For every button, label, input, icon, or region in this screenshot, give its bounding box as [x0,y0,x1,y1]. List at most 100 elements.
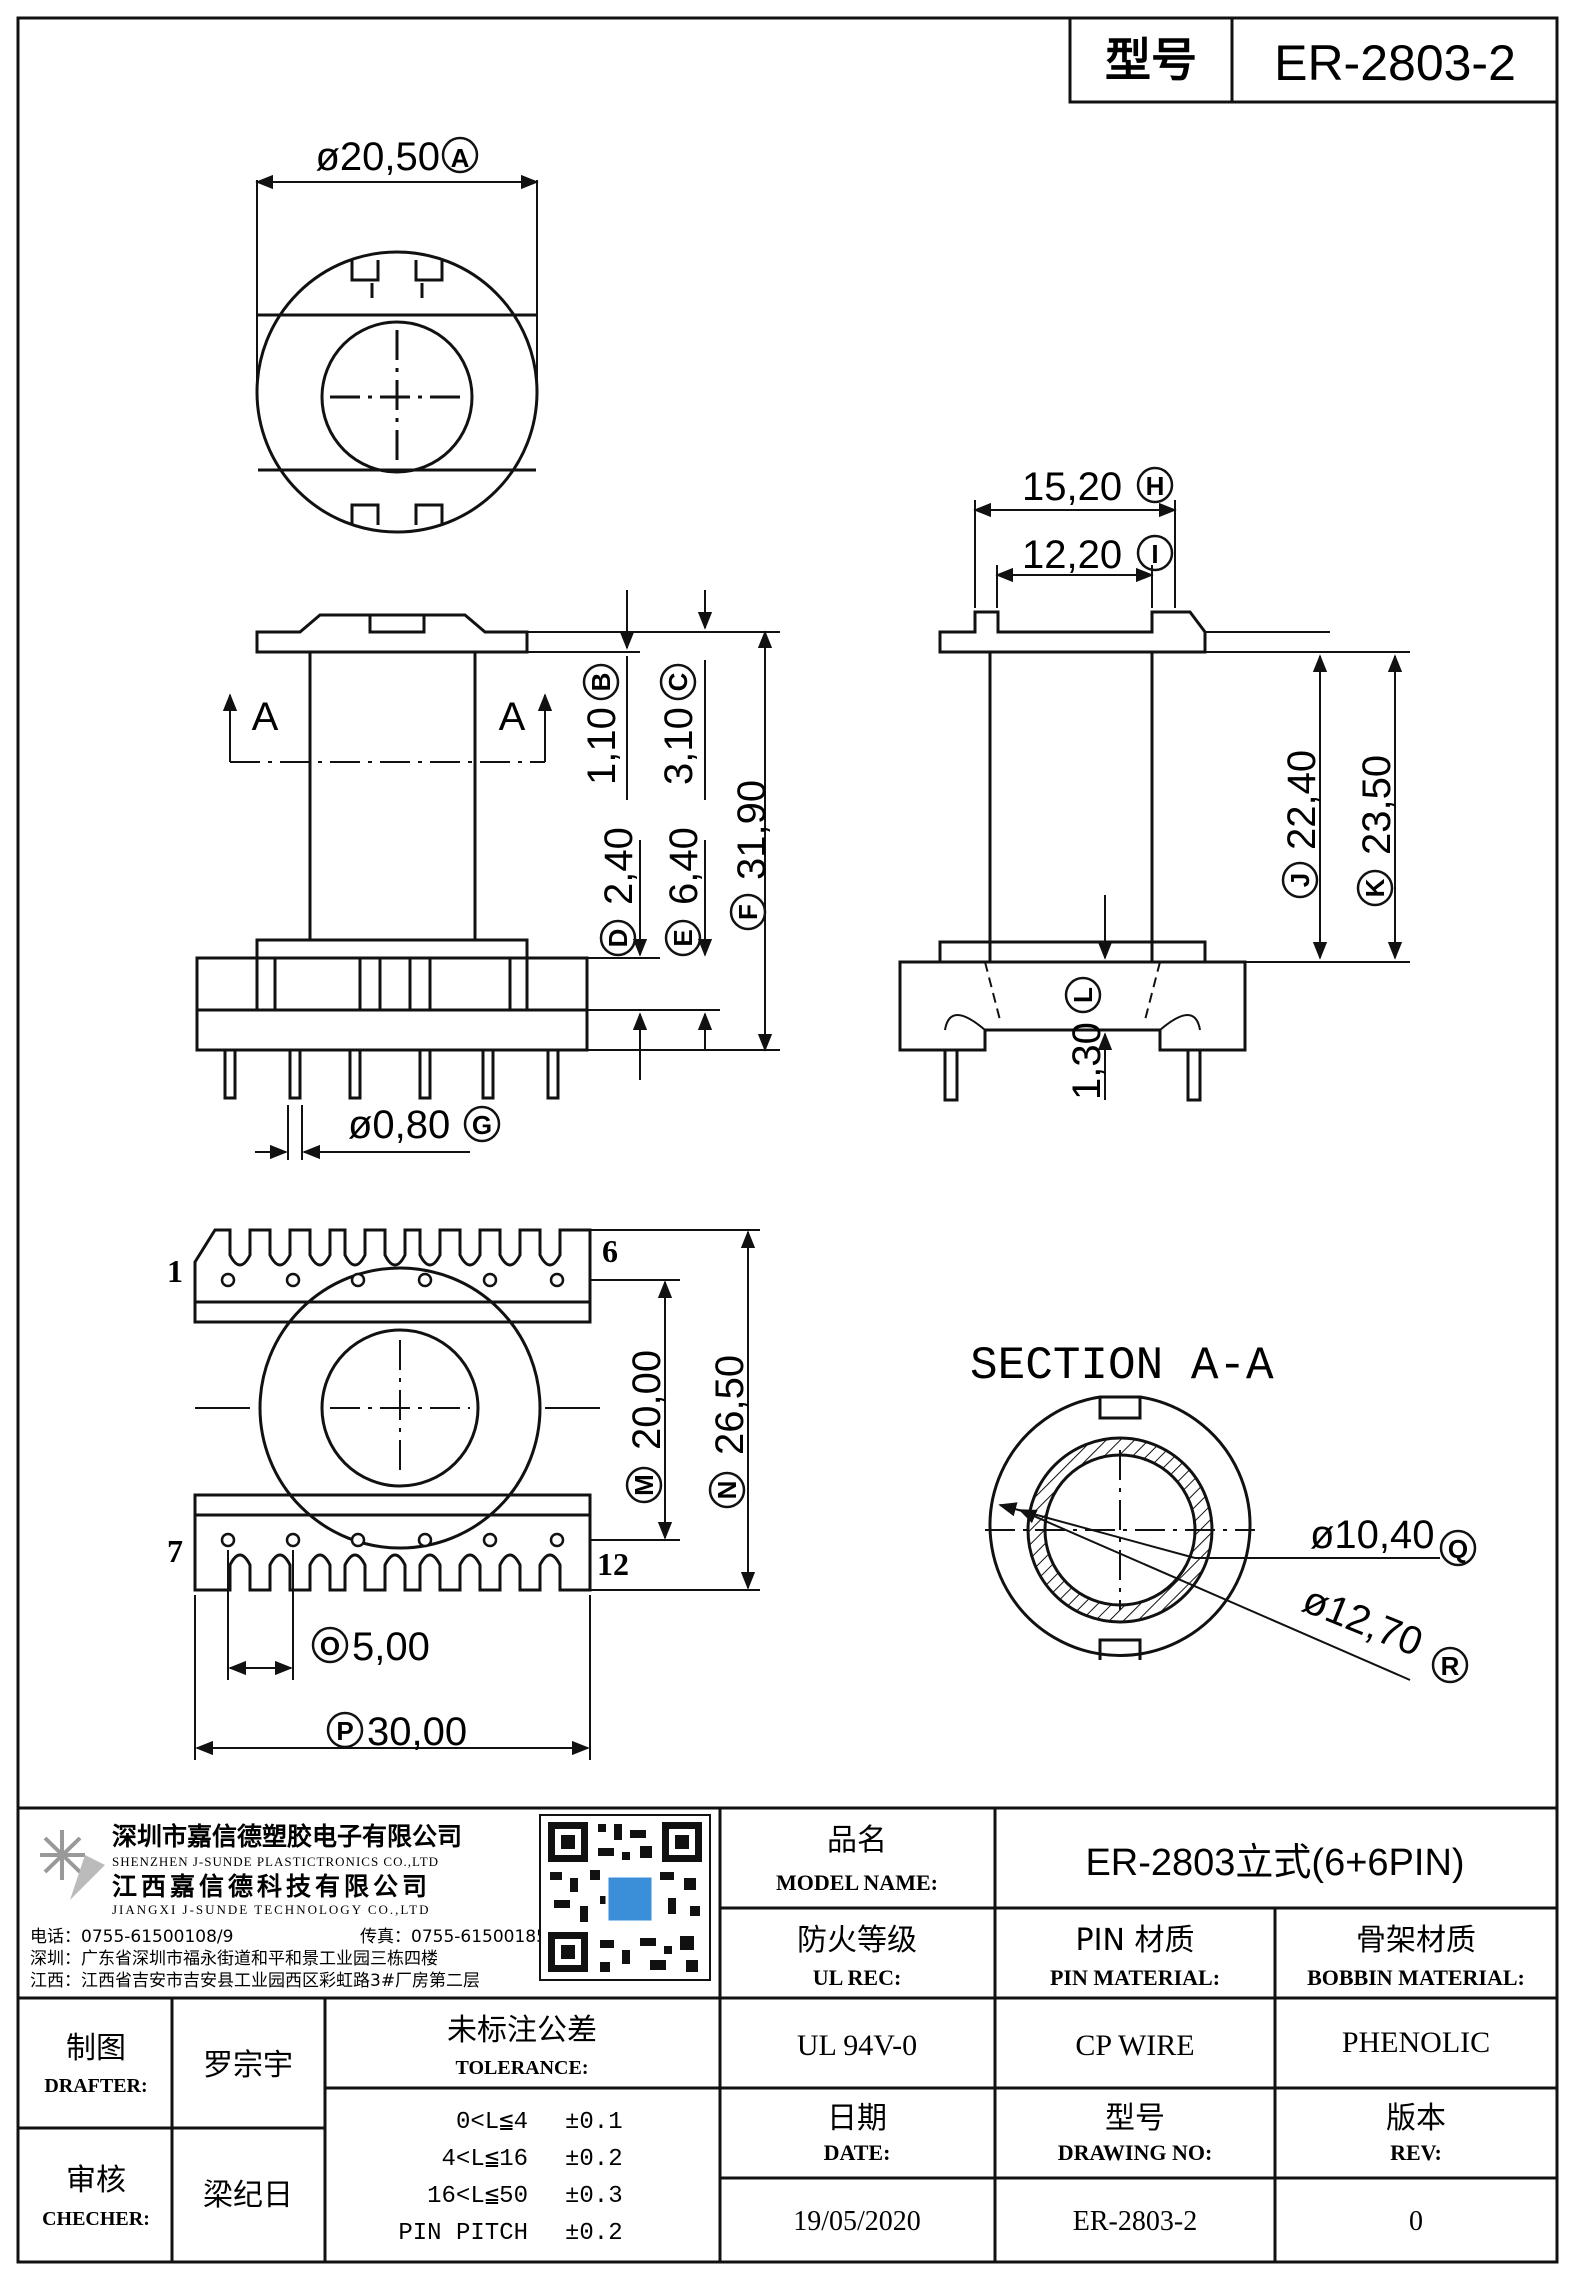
side-dims [973,500,1410,1100]
dim-n-text: 26,50 [708,1355,752,1455]
pin-material-value: CP WIRE [1075,2029,1194,2062]
drafter-label-cn: 制图 [66,2031,126,2066]
dim-g-letter: G [472,1110,492,1140]
dim-k-letter: K [1360,878,1390,897]
dim-q: ø10,40 Q [1310,1513,1477,1567]
tolerance-table: 0<L≦4 ±0.1 4<L≦16 ±0.2 16<L≦50 ±0.3 PIN … [398,2109,622,2247]
dim-p-letter: P [336,1716,353,1746]
company2-name-en: JIANGXI J-SUNDE TECHNOLOGY CO.,LTD [112,1902,431,1917]
dim-i: 12,20 I [1022,533,1174,577]
date-label-cn: 日期 [827,2101,887,2136]
dim-l-letter: L [1068,987,1098,1003]
tolerance-label-cn: 未标注公差 [447,2013,597,2048]
dim-i-text: 12,20 [1022,533,1122,577]
dim-b-text: 1,10 [580,707,624,785]
front-view [195,613,589,1100]
company-name-cn: 深圳市嘉信德塑胶电子有限公司 [112,1822,462,1851]
dim-l: 1,30 L [1064,976,1109,1100]
tol-value: ±0.2 [565,2146,623,2173]
dim-n: 26,50 N [708,1355,752,1509]
pin-material-en: PIN MATERIAL: [1050,1965,1220,1990]
dim-p: P 30,00 [326,1710,467,1754]
company-phone: 电话：0755-61500108/9 [30,1927,233,1947]
pin-12-label: 12 [597,1546,629,1582]
dim-g-text: ø0,80 [348,1103,450,1147]
dim-d: 2,40 D [597,827,641,957]
dim-m-letter: M [629,1474,659,1496]
pin-labels: 1 6 7 12 [167,1233,629,1582]
dim-d-letter: D [603,929,633,948]
tol-value: ±0.2 [565,2220,623,2247]
dim-a-letter: A [451,143,470,173]
pin-material-cn: PIN 材质 [1076,1923,1195,1958]
checker-label-cn: 审核 [66,2163,126,2198]
model-name-en: MODEL NAME: [776,1870,938,1895]
dim-h: 15,20 H [1022,465,1174,509]
section-mark-right: A [499,695,526,739]
dim-e-text: 6,40 [662,827,706,905]
section-mark-left: A [252,695,279,739]
side-view [898,610,1247,1102]
model-name-cn: 品名 [827,1823,887,1858]
date-label-en: DATE: [824,2140,891,2165]
bobbin-material-value: PHENOLIC [1342,2026,1490,2059]
drafter-name: 罗宗宇 [203,2048,293,2083]
dim-k-text: 23,50 [1355,755,1399,855]
model-box: 型号 ER-2803-2 [1068,16,1559,104]
dim-h-letter: H [1146,471,1165,501]
drawing-no-label-en: DRAWING NO: [1058,2140,1213,2165]
section-dims [998,1502,1440,1681]
model-box-value: ER-2803-2 [1274,35,1516,91]
dim-d-text: 2,40 [597,827,641,905]
dim-p-text: 30,00 [367,1710,467,1754]
tol-range: 4<L≦16 [442,2146,528,2173]
tol-range: 0<L≦4 [456,2109,528,2136]
drawing-no-label-cn: 型号 [1105,2101,1165,2136]
dim-f: 31,90 F [729,780,774,931]
ul-value: UL 94V-0 [797,2029,917,2062]
dim-h-text: 15,20 [1022,465,1122,509]
dim-m-text: 20,00 [625,1350,669,1450]
dim-j-text: 22,40 [1280,750,1324,850]
pin-1-label: 1 [167,1253,183,1289]
dim-k: 23,50 K [1355,755,1399,907]
tolerance-label-en: TOLERANCE: [456,2057,589,2079]
drafter-label-en: DRAFTER: [44,2075,147,2097]
dim-j: 22,40 J [1280,750,1324,899]
dim-n-letter: N [712,1481,742,1500]
company-name-en: SHENZHEN J-SUNDE PLASTICTRONICS CO.,LTD [112,1854,439,1869]
dim-c-text: 3,10 [657,707,701,785]
company-address-jx: 江西：江西省吉安市吉安县工业园西区彩虹路3#厂房第二层 [30,1971,480,1991]
date-value: 19/05/2020 [793,2206,921,2237]
company-fax: 传真：0755-61500185 [360,1927,547,1947]
ul-label-en: UL REC: [813,1965,902,1990]
dim-r-letter: R [1441,1651,1460,1681]
dim-c: 3,10 C [657,663,701,785]
dim-e: 6,40 E [662,827,706,957]
checker-name: 梁纪日 [203,2178,293,2213]
tol-range: PIN PITCH [398,2220,528,2247]
dim-b: 1,10 B [580,663,624,785]
dim-e-letter: E [668,929,698,946]
dim-g: ø0,80 G [348,1103,501,1147]
drawing-no-value: ER-2803-2 [1073,2206,1197,2237]
dim-o: O 5,00 [311,1625,430,1669]
pin-6-label: 6 [602,1233,618,1269]
company2-name-cn: 江西嘉信德科技有限公司 [112,1872,431,1901]
rev-value: 0 [1409,2206,1423,2237]
dim-b-letter: B [586,673,616,692]
dim-j-letter: J [1285,873,1315,887]
rev-label-en: REV: [1390,2140,1442,2165]
dim-a: ø20,50 A [255,135,539,392]
company-logo [40,1830,105,1900]
dim-f-letter: F [733,904,763,920]
top-view [255,250,539,534]
tol-value: ±0.3 [565,2183,623,2210]
section-view [985,1395,1255,1660]
bobbin-material-cn: 骨架材质 [1356,1923,1476,1958]
dim-q-letter: Q [1448,1534,1468,1564]
ul-label-cn: 防火等级 [797,1923,917,1958]
checker-label-en: CHECHER: [42,2208,150,2230]
model-name-value: ER-2803立式(6+6PIN) [1085,1842,1464,1884]
